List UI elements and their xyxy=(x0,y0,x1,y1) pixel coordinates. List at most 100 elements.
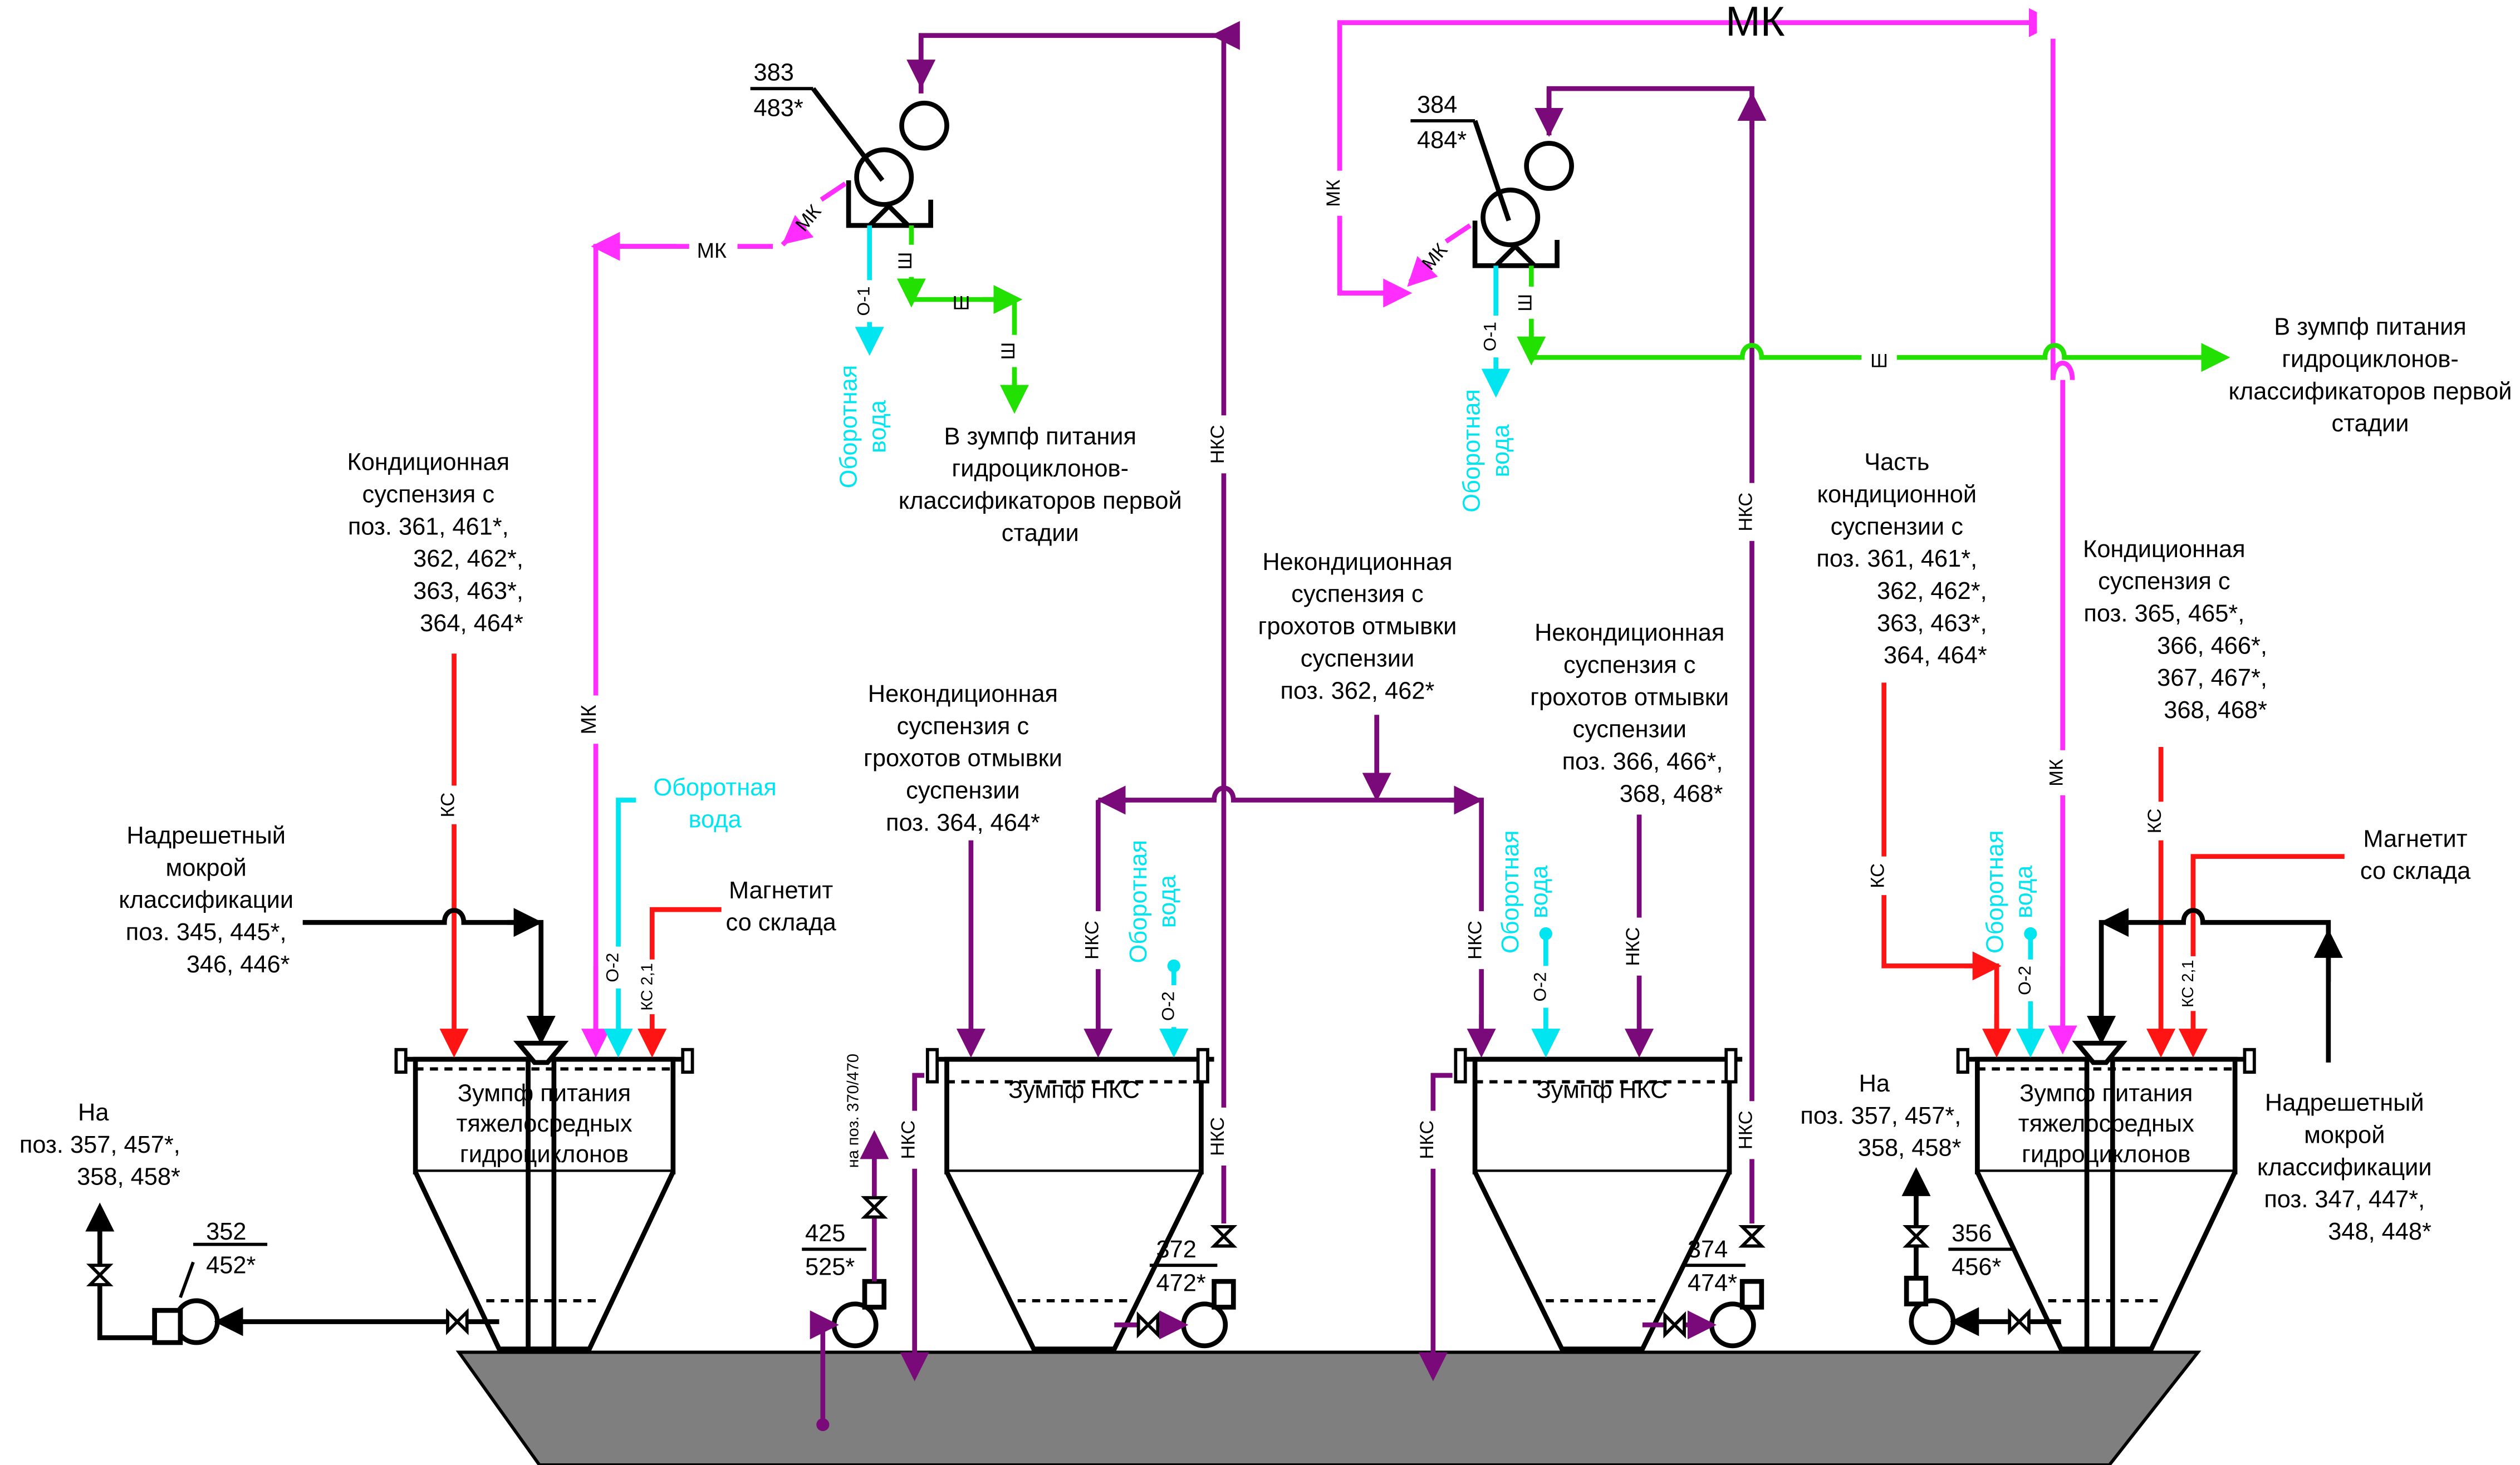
pos-474: 474* xyxy=(1688,1270,1737,1297)
svg-text:Некондиционная: Некондиционная xyxy=(868,681,1058,707)
svg-text:В зумпф питания: В зумпф питания xyxy=(944,423,1136,450)
nks-sump2-overflow xyxy=(1418,1073,1453,1382)
svg-text:грохотов отмывки: грохотов отмывки xyxy=(1258,613,1457,640)
noncond-label-364: Некондиционная суспензия с грохотов отмы… xyxy=(864,681,1062,836)
sump-right xyxy=(1956,1040,2256,1351)
svg-text:поз. 357, 457*,: поз. 357, 457*, xyxy=(1800,1103,1961,1129)
magnetite-label-right-1: Магнетит xyxy=(2363,825,2467,852)
svg-text:348, 448*: 348, 448* xyxy=(2328,1218,2431,1245)
water-label-nks1-2: вода xyxy=(1154,874,1181,928)
water-point-nks2 xyxy=(1539,927,1552,941)
magnetite-label-left-2: со склада xyxy=(725,910,836,936)
water-label-right-sump-2: вода xyxy=(2011,865,2038,918)
magnetite-label-left-1: Магнетит xyxy=(729,877,833,904)
mk-line-right-loop xyxy=(1337,22,1401,296)
svg-text:поз. 357, 457*,: поз. 357, 457*, xyxy=(19,1132,180,1158)
svg-text:Надрешетный: Надрешетный xyxy=(2265,1090,2424,1117)
screen-383 xyxy=(750,87,949,228)
svg-text:358, 458*: 358, 458* xyxy=(77,1164,180,1191)
nks-line-top-left xyxy=(918,33,1227,1224)
svg-text:суспензия с: суспензия с xyxy=(1291,581,1423,608)
svg-text:На: На xyxy=(1859,1070,1890,1097)
svg-text:классификаторов первой: классификаторов первой xyxy=(899,488,1182,514)
valve-pump-425 xyxy=(861,1196,888,1219)
svg-text:Кондиционная: Кондиционная xyxy=(2083,536,2246,563)
oversize-label-left: Надрешетный мокрой классификации поз. 34… xyxy=(119,823,293,978)
svg-text:гидроциклонов-: гидроциклонов- xyxy=(952,455,1129,482)
water-point-right xyxy=(2024,927,2037,941)
pos-384: 384 xyxy=(1417,92,1457,119)
svg-text:поз. 365, 465*,: поз. 365, 465*, xyxy=(2083,600,2244,627)
mk-label-left-v: МК xyxy=(577,705,600,734)
nks-label-overflow-2: НКС xyxy=(1416,1120,1438,1159)
magnetite-line-right xyxy=(2178,854,2345,1058)
svg-text:поз. 364, 464*: поз. 364, 464* xyxy=(886,809,1040,836)
cond-label-right: Кондиционная суспензия с поз. 365, 465*,… xyxy=(2083,536,2267,724)
sump-nks-1-title: Зумпф НКС xyxy=(1008,1076,1140,1103)
line-pump-352-discharge xyxy=(85,1202,155,1340)
o2-label-left: О-2 xyxy=(602,953,622,982)
mk-line-right-down xyxy=(2050,361,2075,1046)
mk-label-right-loop: МК xyxy=(1323,180,1344,207)
water-o2-left xyxy=(604,798,636,1058)
pos-425: 425 xyxy=(805,1220,845,1247)
sump-right-title-3: гидроциклонов xyxy=(2022,1141,2190,1168)
valve-nks1-up xyxy=(1210,1225,1238,1248)
part-cond-label: Часть кондиционной суспензии с поз. 361,… xyxy=(1816,449,1987,669)
nks-label-pump372: НКС xyxy=(1207,1117,1228,1156)
sh-label-right-1: Ш xyxy=(1514,294,1536,312)
ks-label-right: КС xyxy=(2144,809,2165,834)
svg-text:суспензии: суспензии xyxy=(1301,645,1414,672)
sump-nks-2-title: Зумпф НКС xyxy=(1537,1076,1668,1103)
water-label-nks1-1: Оборотная xyxy=(1125,840,1152,963)
svg-text:В зумпф питания: В зумпф питания xyxy=(2274,314,2467,341)
svg-text:362, 462*,: 362, 462*, xyxy=(1877,578,1987,604)
pos-383: 383 xyxy=(753,60,793,86)
valve-nks2 xyxy=(1663,1311,1686,1339)
water-label-left-sump-2: вода xyxy=(688,807,742,833)
ks21-label-left: КС 2,1 xyxy=(638,963,656,1011)
pos-452: 452* xyxy=(206,1252,256,1279)
o2-label-nks2: О-2 xyxy=(1529,972,1550,1001)
pit-suction-point xyxy=(816,1418,830,1432)
pos-525: 525* xyxy=(805,1254,855,1281)
mk-label-top: МК xyxy=(1725,0,1785,45)
pos-356: 356 xyxy=(1952,1220,1992,1247)
pos-472: 472* xyxy=(1156,1270,1205,1297)
nks-label-sump1-in: НКС xyxy=(1081,921,1102,960)
svg-text:364, 464*: 364, 464* xyxy=(420,610,523,637)
sump-left-title-2: тяжелосредных xyxy=(456,1110,632,1137)
nks-label-overflow-1: НКС xyxy=(898,1120,919,1159)
water-label-right-1: Оборотная xyxy=(1459,389,1485,512)
sump-left-title-3: гидроциклонов xyxy=(460,1141,629,1168)
water-label-right-2: вода xyxy=(1488,424,1514,477)
sh-label-right-2: Ш xyxy=(1870,351,1888,372)
sump-nks-1 xyxy=(925,1048,1214,1351)
valve-left-sump xyxy=(446,1308,469,1335)
oversize-label-right: Надрешетный мокрой классификации поз. 34… xyxy=(2257,1090,2432,1245)
svg-text:Кондиционная: Кондиционная xyxy=(347,449,509,476)
svg-text:поз. 347, 447*,: поз. 347, 447*, xyxy=(2264,1186,2425,1213)
screen-384 xyxy=(1410,119,1574,268)
to-pos-label-left: На поз. 357, 457*, 358, 458* xyxy=(19,1099,180,1191)
valve-nks1 xyxy=(1136,1311,1160,1339)
sh-label-left-1: Ш xyxy=(895,252,916,270)
valve-right-sump xyxy=(2008,1308,2031,1335)
nks-label-366: НКС xyxy=(1622,927,1644,966)
to-sump-label-left: В зумпф питания гидроциклонов- классифик… xyxy=(899,423,1182,547)
mk-label-left-h: МК xyxy=(697,239,727,262)
nks-label-sump2-in: НКС xyxy=(1465,921,1486,960)
pump-352 xyxy=(152,1242,268,1345)
mk-label-right-v: МК xyxy=(2046,759,2067,786)
floor-pit xyxy=(455,1350,2202,1465)
water-label-left-2: вода xyxy=(865,400,891,453)
valve-nks2-up xyxy=(1738,1225,1766,1248)
svg-text:мокрой: мокрой xyxy=(165,854,246,881)
svg-text:классификации: классификации xyxy=(2257,1154,2432,1181)
water-label-nks2-2: вода xyxy=(1526,865,1553,918)
svg-text:358, 458*: 358, 458* xyxy=(1858,1135,1962,1162)
nks-label-pump374: НКС xyxy=(1735,1110,1757,1149)
svg-text:366, 466*,: 366, 466*, xyxy=(2157,632,2267,659)
valve-pump-352 xyxy=(86,1264,114,1286)
